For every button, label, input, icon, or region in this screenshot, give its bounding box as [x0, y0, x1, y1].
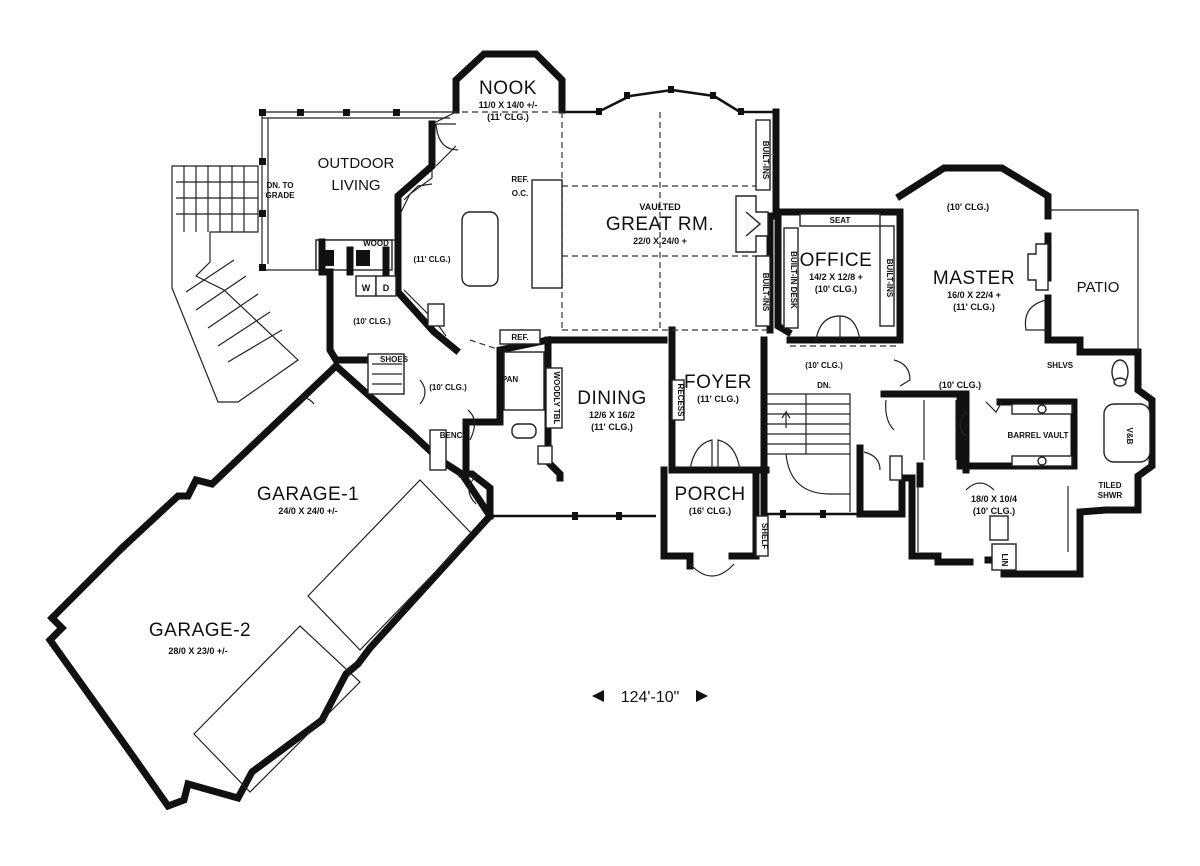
garage-2-name: GARAGE-2 [149, 620, 251, 641]
great-rm-name: GREAT RM. [606, 214, 714, 235]
exterior-stairs [171, 165, 299, 403]
pan-label: PAN [502, 375, 519, 384]
master-bath: V&B BARREL VAULT TILED SHWR SHLVS LIN 18… [889, 359, 1151, 571]
doors [295, 123, 1048, 505]
office-name: OFFICE [800, 250, 873, 271]
barrel-vault-label: BARREL VAULT [1008, 431, 1069, 440]
dining-name: DINING [577, 388, 647, 409]
overall-dimension-label: 124'-10" [621, 689, 680, 706]
nook-size: 11/0 X 14/0 +/- [479, 100, 538, 110]
shlvs-label: SHLVS [1047, 361, 1074, 370]
stair-clg: (10' CLG.) [805, 361, 843, 370]
garage-parking [193, 479, 473, 793]
outdoor-living-label-1: OUTDOOR [318, 155, 395, 172]
tiled-shwr-2: SHWR [1098, 491, 1123, 500]
recess-label: RECESS [676, 384, 685, 418]
master-size: 16/0 X 22/4 + [947, 290, 1001, 300]
master-clg: (11' CLG.) [953, 302, 995, 312]
dryer-label: D [383, 283, 390, 293]
garage-1-name: GARAGE-1 [257, 484, 359, 505]
ref-label: REF. [511, 333, 528, 342]
lin-label: LIN [1000, 554, 1009, 567]
built-in-desk-label: BUILT-IN DESK [789, 251, 798, 309]
outdoor-note-2: GRADE [266, 191, 296, 200]
great-rm-size: 22/0 X 24/0 + [633, 236, 687, 246]
foyer-name: FOYER [684, 372, 752, 393]
outdoor-note-1: DN. TO [267, 181, 294, 190]
seat-label: SEAT [830, 216, 851, 225]
master-clg-top: (10' CLG.) [947, 202, 989, 212]
stair-dn: DN. [817, 381, 831, 390]
master-clg-bottom: (10' CLG.) [939, 380, 981, 390]
nook-clg: (11' CLG.) [487, 112, 529, 122]
patio-area [1048, 209, 1139, 352]
shelf-label: SHELF [760, 523, 769, 549]
mud-pantry: PAN (10' CLG.) SHOES BENCH [367, 351, 553, 471]
woodly-tbl-label: WOODLY TBL [552, 372, 561, 425]
kitchen-clg: (11' CLG.) [413, 255, 450, 264]
outdoor-living-area: OUTDOOR LIVING DN. TO GRADE WOOD [259, 109, 457, 271]
master-name: MASTER [933, 268, 1015, 289]
kitchen-oc-label: O.C. [512, 189, 528, 198]
mud-clg: (10' CLG.) [429, 383, 467, 392]
built-ins-top: BUILT-INS [761, 141, 770, 180]
patio-name: PATIO [1077, 279, 1120, 296]
office-clg: (10' CLG.) [815, 284, 857, 294]
outdoor-living-label-2: LIVING [331, 177, 380, 194]
laundry-clg: (10' CLG.) [353, 317, 391, 326]
kitchen: (11' CLG.) O.C. REF. REF. [403, 175, 563, 345]
nook-name: NOOK [479, 78, 537, 99]
beams [432, 111, 900, 351]
room-labels: NOOK 11/0 X 14/0 +/- (11' CLG.) VAULTED … [149, 78, 1119, 656]
built-ins: BUILT-INS BUILT-INS BUILT-IN DESK BUILT-… [545, 119, 895, 557]
great-rm-note: VAULTED [639, 202, 681, 212]
garage-2-size: 28/0 X 23/0 +/- [168, 646, 227, 656]
bench-label: BENCH [440, 431, 469, 440]
dining-size: 12/6 X 16/2 [589, 410, 635, 420]
tub-label: V&B [1125, 428, 1134, 445]
overall-dimension: 124'-10" [592, 689, 708, 706]
tiled-shwr-1: TILED [1098, 481, 1121, 490]
dining-clg: (11' CLG.) [591, 422, 633, 432]
built-ins-office: BUILT-INS [885, 259, 894, 298]
wood-label: WOOD [363, 239, 389, 248]
kitchen-ref-label: REF. [511, 175, 528, 184]
main-stair: (10' CLG.) DN. [766, 361, 851, 512]
closet-size: 18/0 X 10/4 [971, 494, 1017, 504]
shoes-label: SHOES [380, 355, 409, 364]
porch-clg: (16' CLG.) [689, 506, 731, 516]
built-ins-bottom: BUILT-INS [761, 273, 770, 312]
porch-name: PORCH [674, 484, 745, 505]
foyer-clg: (11' CLG.) [697, 394, 739, 404]
closet-clg: (10' CLG.) [973, 506, 1015, 516]
washer-label: W [362, 283, 371, 293]
fireplaces [735, 195, 1049, 291]
office-size: 14/2 X 12/8 + [809, 272, 863, 282]
garage-1-size: 24/0 X 24/0 +/- [278, 506, 337, 516]
laundry: W D (10' CLG.) [353, 275, 397, 326]
